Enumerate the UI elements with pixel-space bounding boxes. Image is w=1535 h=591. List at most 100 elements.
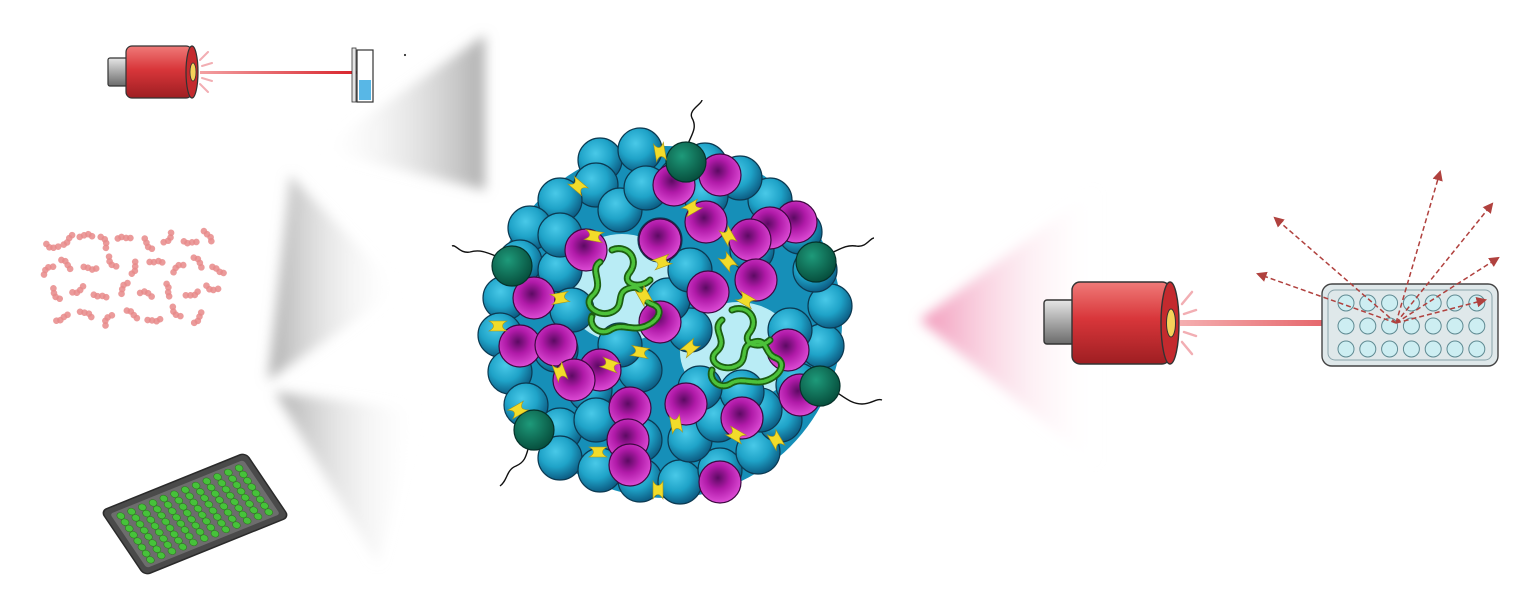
wedge-middle-left: [268, 175, 400, 380]
lipid-sphere-magenta: [534, 323, 578, 367]
particle: [203, 282, 222, 294]
lipid-sphere-magenta: [638, 300, 682, 344]
laser-beam-right: [1180, 320, 1396, 326]
linker: [506, 400, 530, 420]
scatter-well: [1402, 317, 1420, 335]
particle: [146, 257, 166, 266]
plate-well: [146, 556, 155, 564]
laser-device-icon: [1043, 281, 1198, 365]
96-well-plate-icon: [102, 453, 288, 575]
laser-cuvette-setup: [107, 45, 407, 103]
plate-well: [253, 512, 263, 521]
particle: [69, 283, 87, 297]
particle: [170, 261, 187, 276]
scatter-well: [1446, 317, 1464, 335]
scatter-well: [1424, 317, 1442, 335]
particle: [90, 291, 110, 301]
linker: [629, 345, 651, 359]
scatter-well: [1468, 340, 1486, 358]
lipid-sphere-magenta: [734, 258, 778, 302]
laser-beam: [200, 71, 358, 74]
plate-well: [242, 517, 252, 525]
laser-device-icon: [107, 45, 213, 99]
linker: [634, 284, 654, 308]
particle: [160, 229, 175, 246]
scatter-well: [1446, 340, 1464, 358]
lipid-sphere-magenta: [608, 443, 652, 487]
light-scattering-plate-icon: [1256, 169, 1500, 367]
plate-well: [221, 525, 230, 534]
lipid-sphere-magenta: [664, 382, 708, 426]
linker: [718, 224, 738, 248]
scatter-well: [1468, 294, 1486, 312]
particle: [190, 254, 205, 271]
particle: [182, 288, 201, 299]
scatter-well: [1402, 340, 1420, 358]
linker: [549, 291, 571, 305]
small-dot: [403, 53, 407, 57]
linker: [652, 479, 664, 501]
plate-well: [178, 543, 187, 551]
scatter-plate-wells: [1337, 294, 1486, 358]
particle: [105, 253, 120, 270]
plate-well: [210, 530, 220, 538]
particle: [102, 312, 116, 329]
particle: [53, 311, 71, 324]
particle: [200, 227, 215, 245]
wedge-top-left: [318, 35, 485, 190]
scatter-well: [1381, 294, 1399, 312]
plate-well: [199, 534, 209, 542]
particle: [128, 258, 139, 277]
particle: [76, 230, 96, 241]
lipid-sphere-magenta: [720, 396, 764, 440]
linker: [583, 229, 605, 243]
wedge-bottom-left: [275, 392, 420, 565]
scatter-well: [1337, 340, 1355, 358]
particle: [80, 263, 100, 273]
scatter-arrows: [1256, 169, 1500, 324]
lipid-sphere-green: [799, 365, 841, 407]
linker: [680, 198, 704, 218]
particle: [118, 279, 131, 298]
scatter-well: [1337, 317, 1355, 335]
particle: [76, 308, 95, 321]
scatter-well: [1424, 340, 1442, 358]
plate-wells: [116, 464, 273, 564]
particle: [163, 280, 173, 300]
lipid-sphere-blue: [657, 459, 703, 505]
plate-well: [156, 551, 166, 560]
scatter-well: [1424, 294, 1442, 312]
plate-well: [264, 508, 273, 516]
lipid-sphere-magenta: [552, 358, 596, 402]
wedge-arrows: [268, 35, 1100, 565]
scatter-well: [1468, 317, 1486, 335]
linker: [669, 413, 683, 435]
lipid-sphere-magenta: [766, 328, 810, 372]
linker: [587, 446, 609, 458]
scatter-well: [1359, 294, 1377, 312]
scatter-well: [1381, 317, 1399, 335]
linker: [724, 425, 748, 445]
linker: [678, 337, 702, 359]
linker: [566, 175, 590, 197]
lipid-sphere-green: [795, 241, 837, 283]
linker: [717, 250, 739, 274]
plate-well: [232, 521, 241, 529]
particle: [209, 263, 227, 277]
cuvette-icon: [351, 47, 374, 103]
particle: [169, 303, 184, 320]
plate-well: [189, 538, 198, 547]
yellow-linkers: [487, 141, 786, 501]
particle: [180, 238, 200, 247]
lipid-sphere-magenta: [686, 270, 730, 314]
particle: [114, 233, 134, 242]
linker: [598, 356, 622, 374]
scatter-well: [1381, 340, 1399, 358]
plate-well: [167, 547, 177, 555]
scatter-well: [1446, 294, 1464, 312]
particle: [123, 307, 141, 322]
lipid-sphere-magenta: [698, 460, 742, 504]
linker: [734, 290, 758, 310]
